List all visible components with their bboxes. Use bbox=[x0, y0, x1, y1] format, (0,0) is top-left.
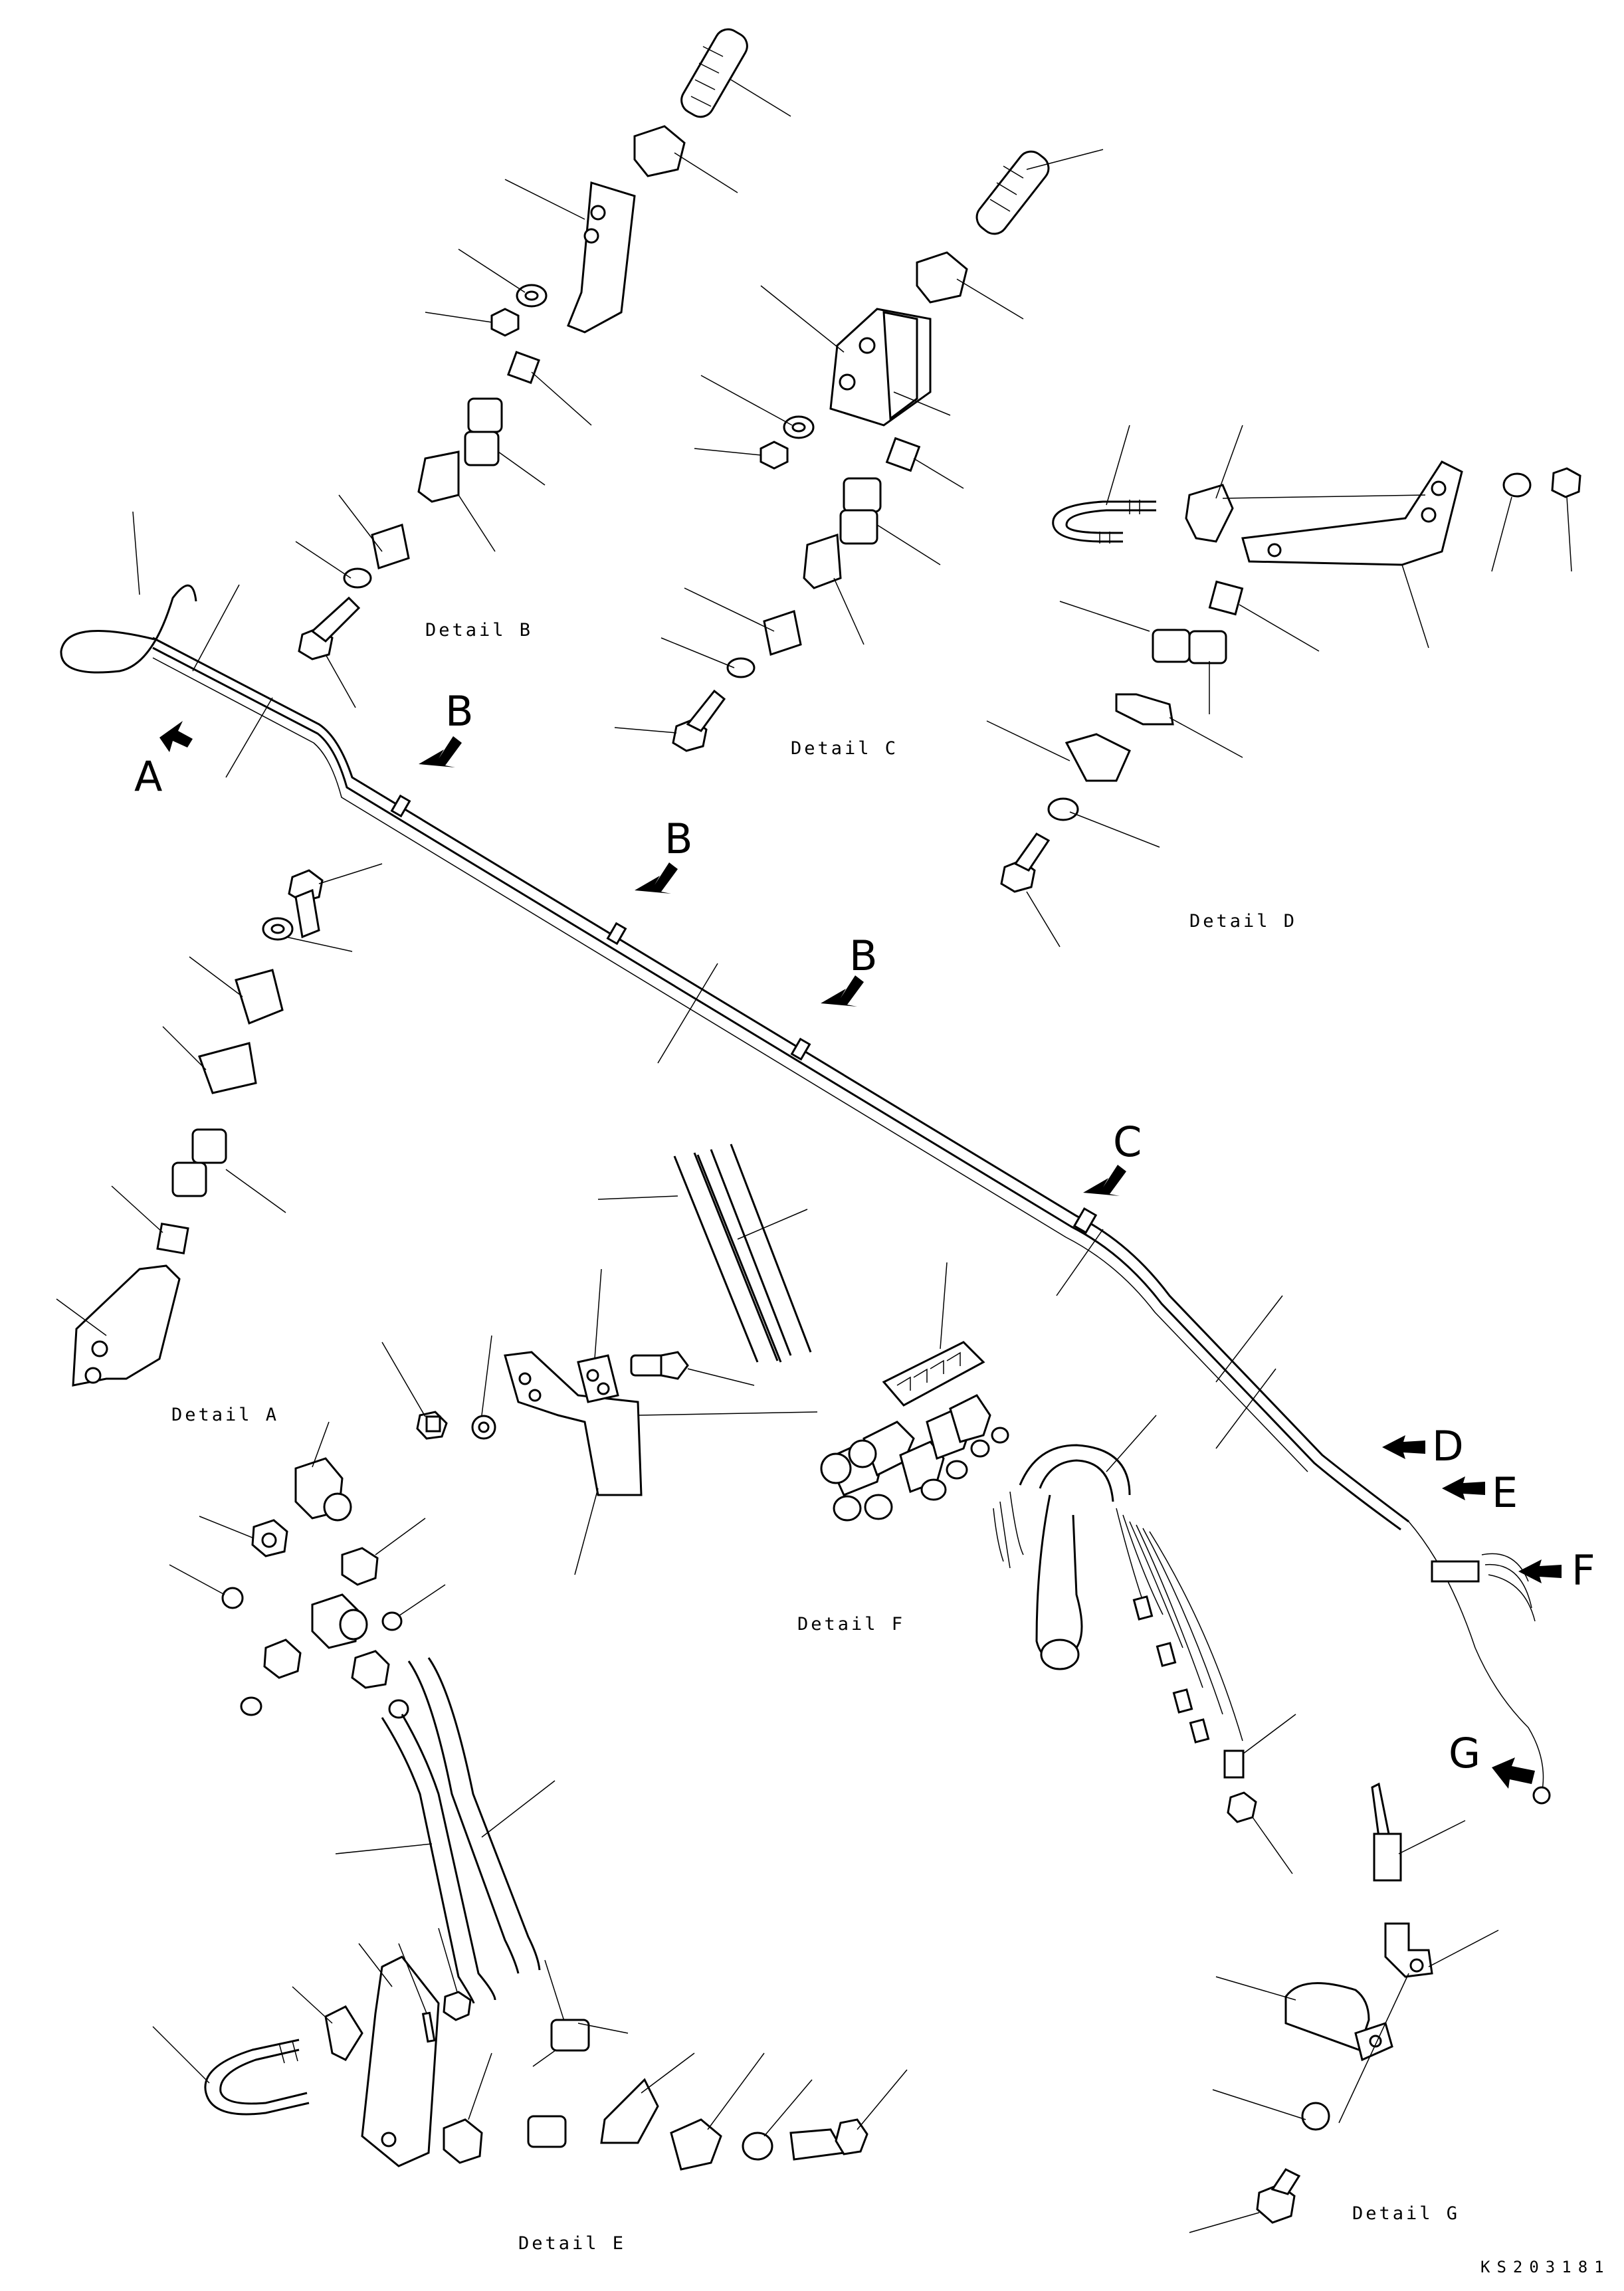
detail-d-group: Detail D bbox=[986, 425, 1581, 947]
arrow-label-g: G bbox=[1449, 1729, 1480, 1777]
arrow-label-f: F bbox=[1572, 1546, 1595, 1595]
detail-e-group: Detail E bbox=[152, 1421, 908, 2254]
arrow-b3-icon bbox=[821, 975, 864, 1007]
arrow-b2-icon bbox=[635, 862, 678, 894]
detail-f-label: Detail F bbox=[797, 1614, 905, 1635]
detail-a-group: Detail A bbox=[56, 863, 383, 1425]
callout-arrows: A B B B C D E F G bbox=[134, 687, 1595, 1789]
detail-b-label: Detail B bbox=[425, 620, 533, 641]
detail-f-bracket-group bbox=[381, 1268, 818, 1575]
arrow-label-b3: B bbox=[849, 932, 878, 980]
detail-c-label: Detail C bbox=[791, 738, 898, 759]
arrow-g-icon bbox=[1492, 1757, 1535, 1789]
arrow-d-icon bbox=[1382, 1435, 1425, 1459]
main-tube-bundle bbox=[60, 584, 1551, 1805]
detail-b-group: Detail B bbox=[295, 28, 791, 708]
arrow-e-icon bbox=[1442, 1476, 1485, 1500]
detail-e-label: Detail E bbox=[518, 2233, 626, 2254]
detail-g-group: Detail G bbox=[1189, 1782, 1499, 2233]
main-leaders bbox=[132, 511, 1283, 1449]
arrow-f-icon bbox=[1518, 1559, 1562, 1583]
detail-g-label: Detail G bbox=[1352, 2203, 1460, 2224]
arrow-b1-icon bbox=[419, 736, 462, 767]
detail-f-group: Detail F bbox=[597, 1144, 1296, 1874]
drawing-reference: KS203181 bbox=[1480, 2258, 1611, 2276]
detail-d-label: Detail D bbox=[1189, 911, 1297, 932]
arrow-label-b1: B bbox=[445, 687, 474, 736]
arrow-label-c: C bbox=[1113, 1118, 1142, 1166]
detail-a-label: Detail A bbox=[171, 1405, 279, 1425]
arrow-label-e: E bbox=[1492, 1468, 1518, 1517]
detail-c-group: Detail C bbox=[614, 149, 1104, 759]
arrow-label-b2: B bbox=[664, 815, 693, 863]
arrow-label-a: A bbox=[134, 752, 162, 801]
arrow-c-icon bbox=[1083, 1165, 1126, 1196]
arrow-label-d: D bbox=[1432, 1422, 1464, 1470]
arrow-a-icon bbox=[159, 721, 193, 752]
